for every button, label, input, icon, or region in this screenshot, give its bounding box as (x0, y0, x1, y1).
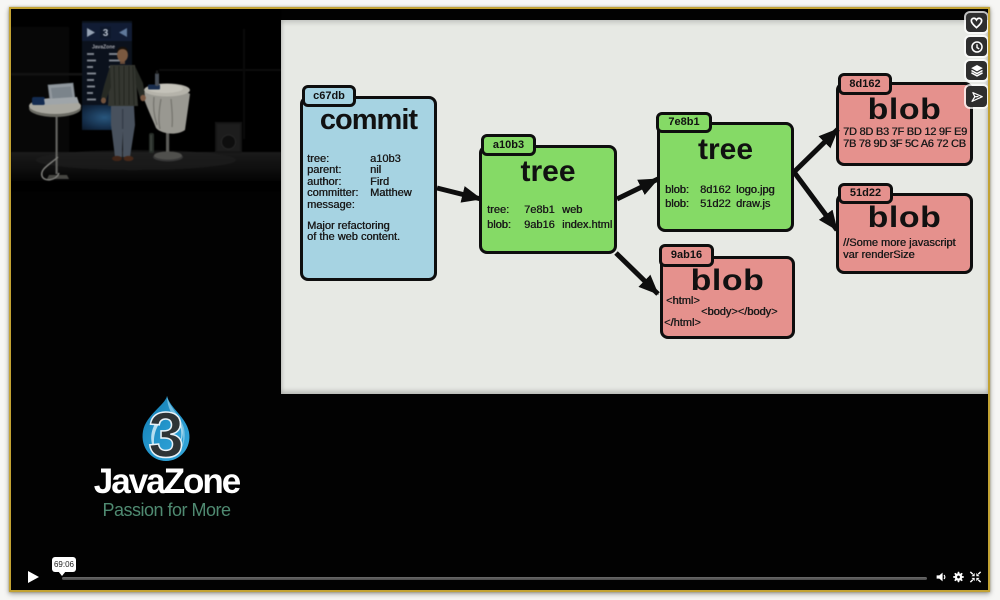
svg-text:3: 3 (103, 28, 109, 39)
svg-text:3: 3 (148, 399, 184, 465)
svg-text:JavaZone: JavaZone (92, 45, 115, 51)
